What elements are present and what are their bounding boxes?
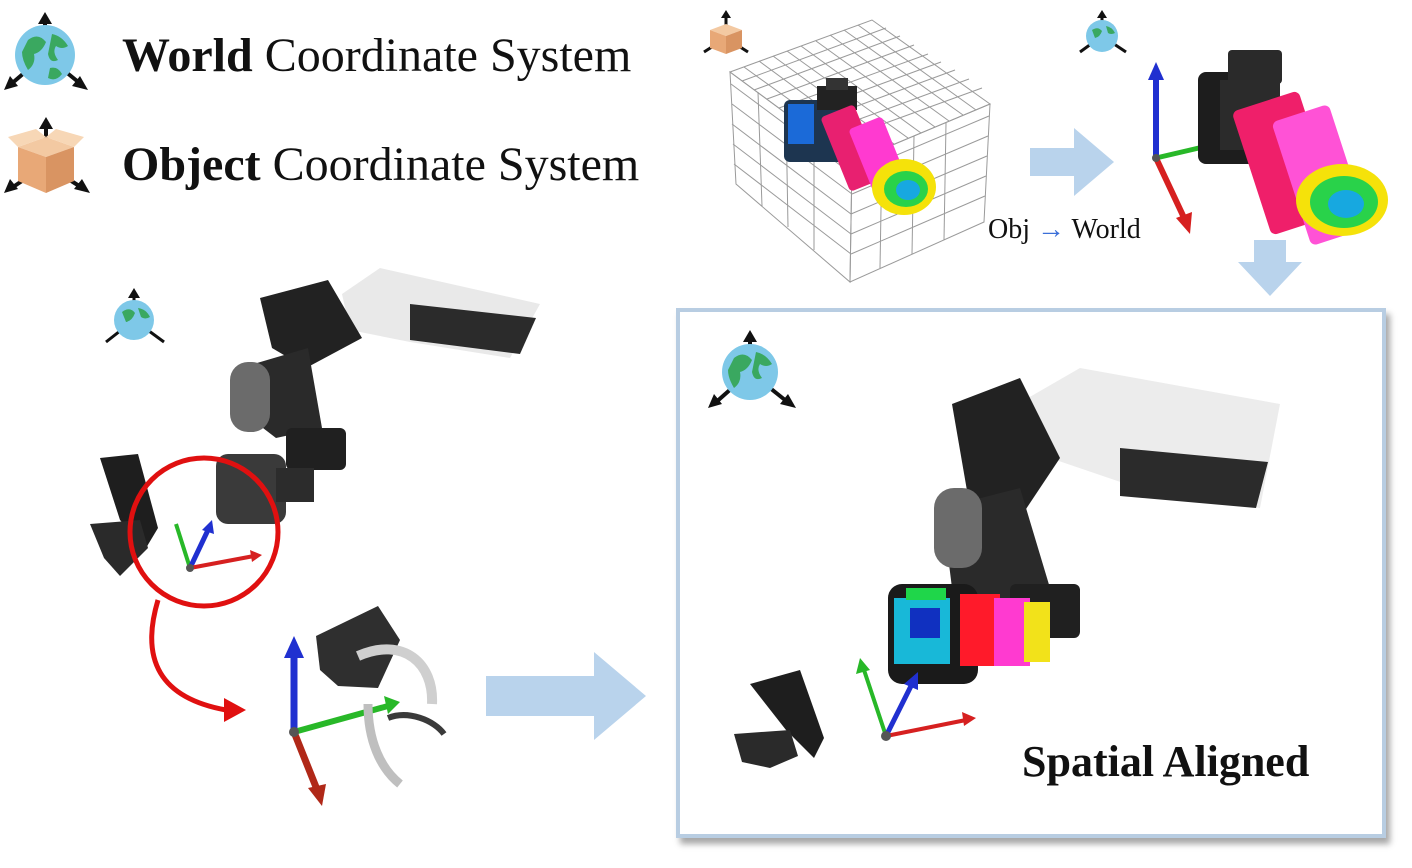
left-robot-arm-cloud <box>90 268 540 576</box>
object-grid-plot <box>728 19 992 284</box>
legend-object-label: Object Coordinate System <box>122 138 640 191</box>
left-world-globe-icon <box>105 288 165 344</box>
aligned-camera-colored <box>888 584 1050 684</box>
legend-world-label: World Coordinate System <box>122 29 632 82</box>
zoomed-gripper-cloud <box>284 606 447 806</box>
world-frame-globe-icon <box>1079 10 1127 54</box>
spatial-aligned-panel: Spatial Aligned <box>676 308 1386 838</box>
legend-world: World Coordinate System <box>0 10 660 90</box>
aligned-scene-cloud <box>734 368 1280 768</box>
globe-axes-icon <box>4 12 88 90</box>
zoom-connector-arrow <box>149 599 227 713</box>
highlight-region <box>127 455 281 722</box>
highlight-circle <box>127 455 281 609</box>
camera-point-cloud-colored <box>784 78 936 215</box>
transform-caption: Obj → World <box>988 214 1141 245</box>
flow-arrow-down <box>1238 240 1302 296</box>
aligned-object-axes <box>856 658 976 741</box>
flow-arrow-right-bottom <box>486 652 646 740</box>
gripper-object-axes <box>284 636 400 806</box>
spatial-aligned-label: Spatial Aligned <box>1022 737 1310 786</box>
box-axes-icon <box>4 117 90 193</box>
flow-arrow-right-top <box>1030 128 1114 196</box>
panel-world-globe-icon <box>708 330 796 408</box>
legend-object: Object Coordinate System <box>0 115 680 205</box>
world-frame-camera-cloud <box>1148 50 1388 245</box>
object-frame-box-icon <box>703 10 749 54</box>
